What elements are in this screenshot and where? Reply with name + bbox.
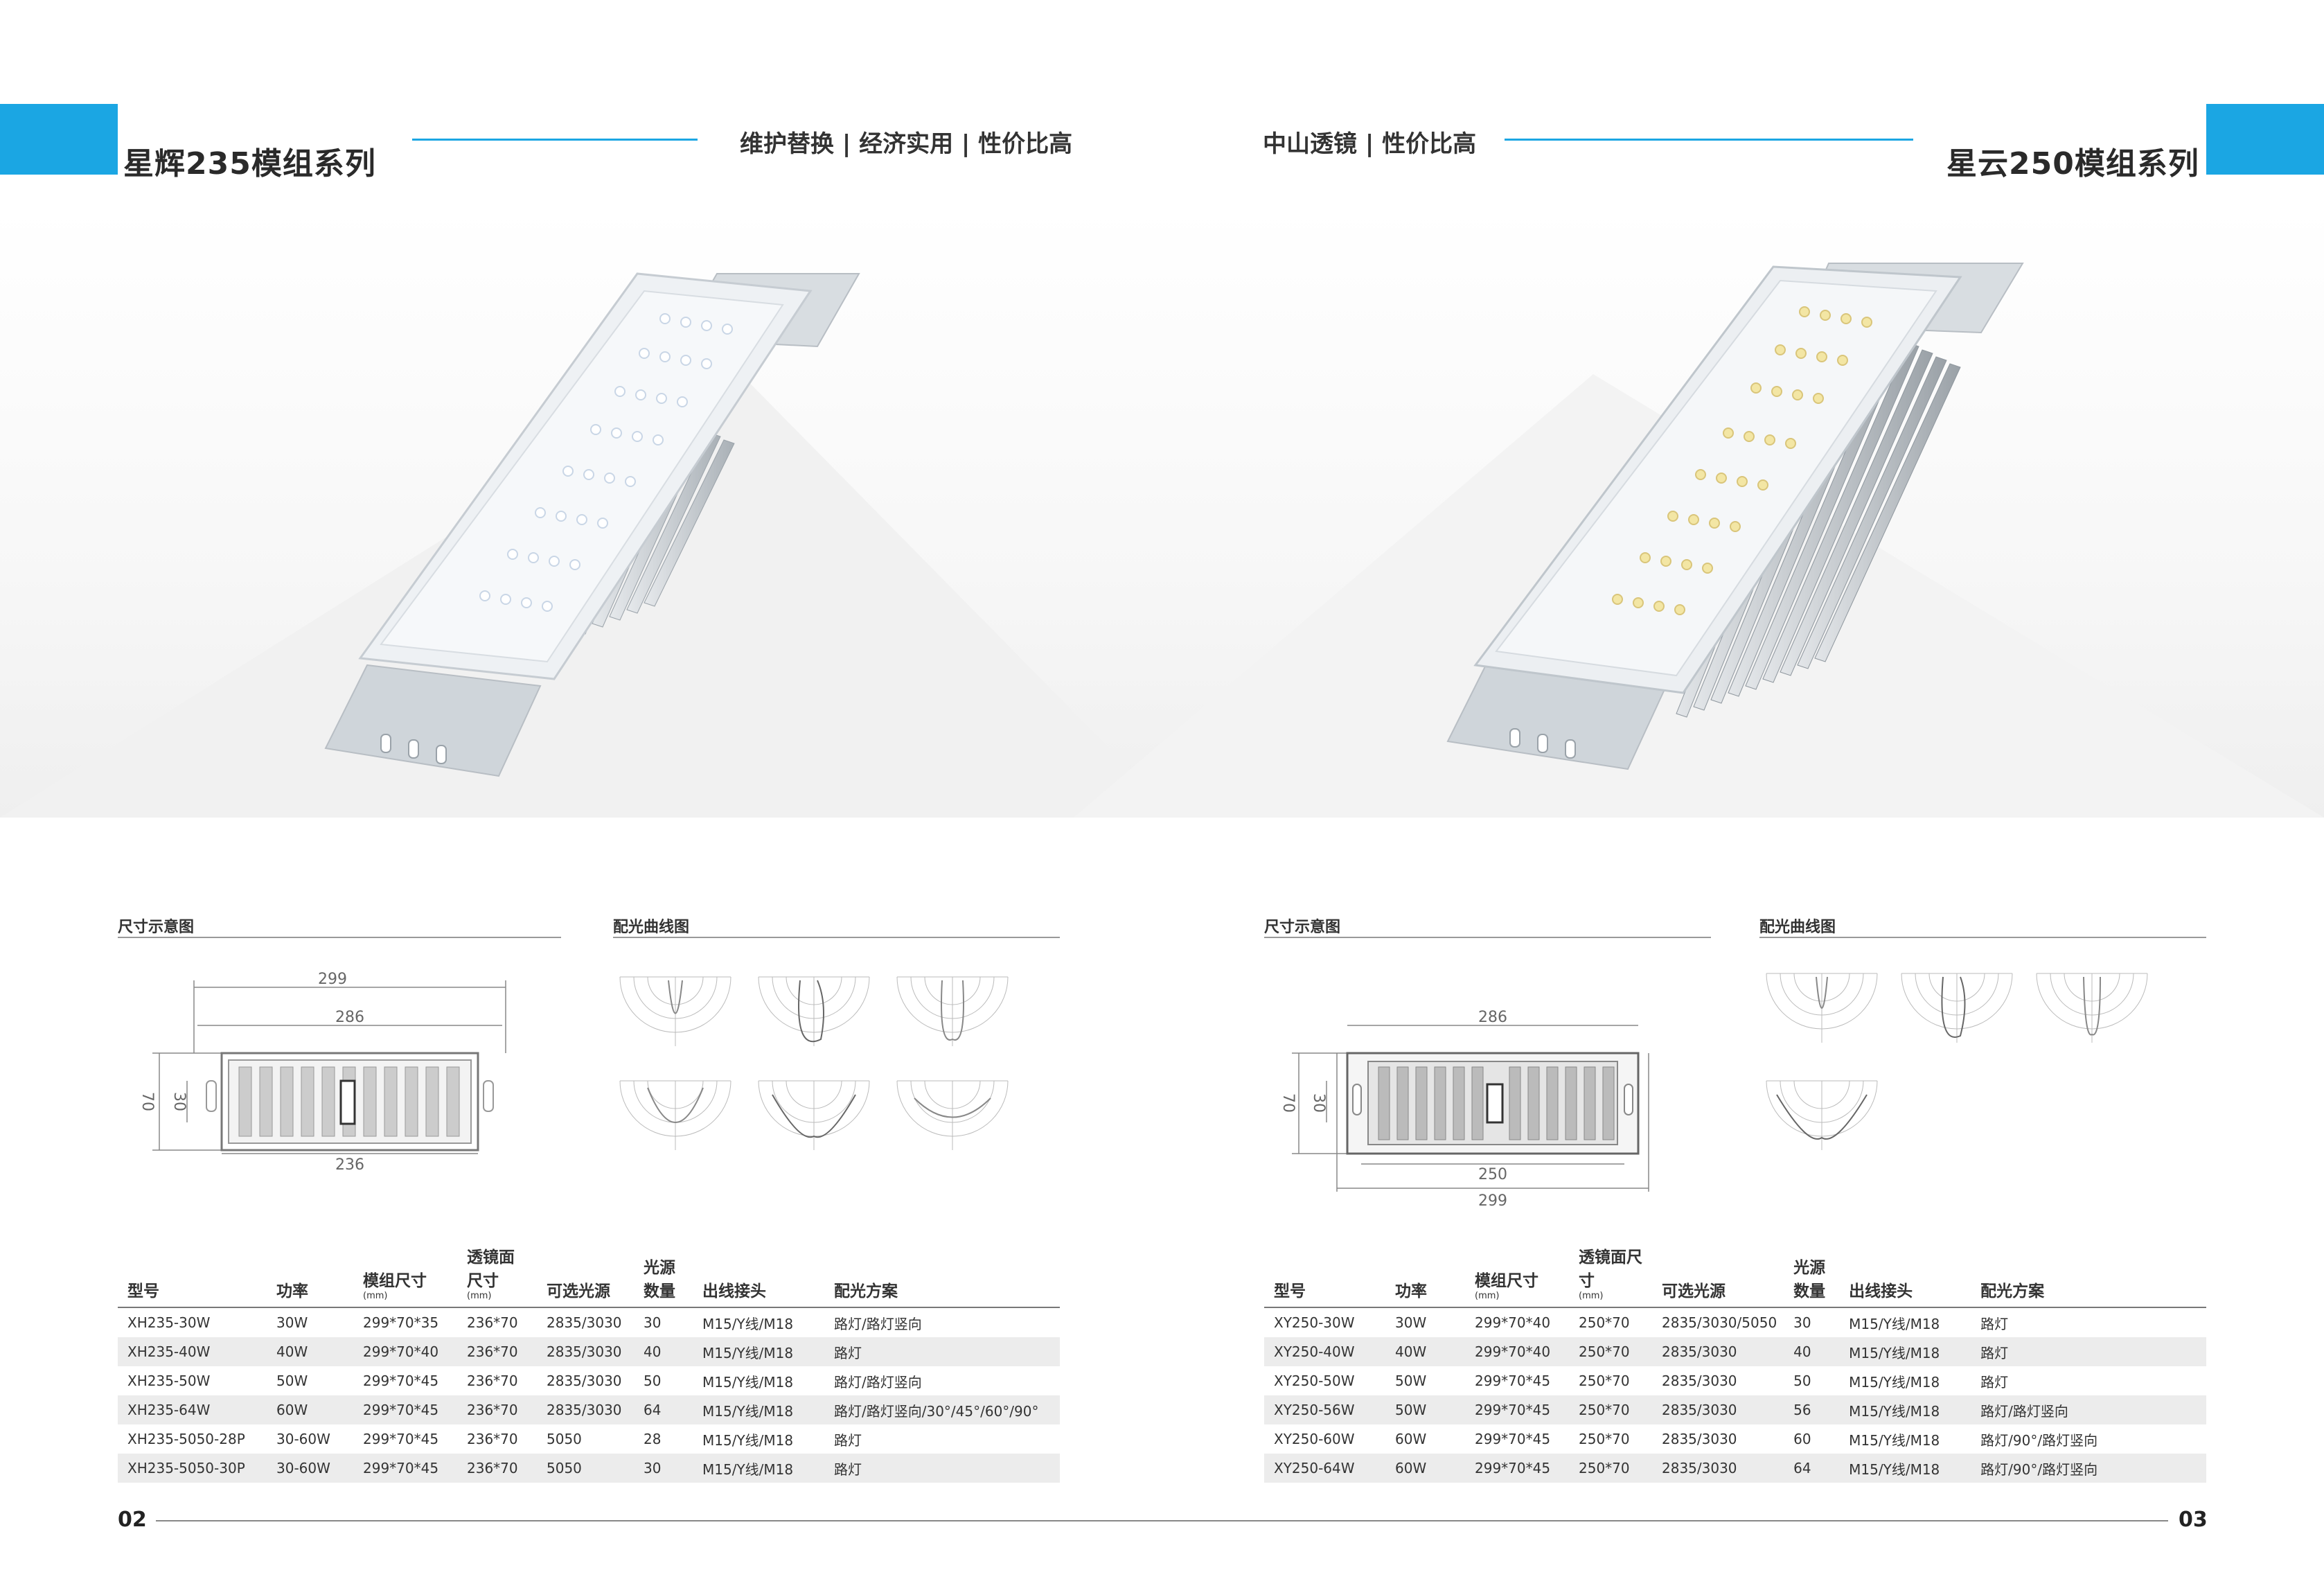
right-series-title: 星云250模组系列 bbox=[1946, 146, 2199, 182]
left-series-title: 星辉235模组系列 bbox=[123, 146, 376, 182]
left-header-light-source: 可选光源 bbox=[547, 1282, 610, 1300]
right-polar-curve-1 bbox=[1766, 973, 1878, 1043]
left-dim-inner: 30 bbox=[170, 1092, 188, 1111]
left-slogan: 维护替换 | 经济实用 | 性价比高 bbox=[740, 130, 1073, 158]
right-accent-tab bbox=[2206, 104, 2324, 175]
footer-line bbox=[156, 1520, 2168, 1521]
left-header-line bbox=[412, 139, 698, 141]
right-dim-hole: 286 bbox=[1478, 1009, 1507, 1026]
right-module-image bbox=[1446, 263, 2024, 770]
left-polar-curve-1 bbox=[619, 976, 731, 1046]
left-header-source-count: 光源数量 bbox=[644, 1259, 675, 1300]
left-polar-curve-3 bbox=[896, 976, 1009, 1046]
left-header-model: 型号 bbox=[127, 1282, 159, 1300]
right-dimension-label: 尺寸示意图 bbox=[1264, 919, 1341, 936]
left-curve-line bbox=[613, 937, 1060, 938]
left-curve-label: 配光曲线图 bbox=[613, 919, 690, 936]
left-dim-hole: 286 bbox=[335, 1009, 364, 1026]
right-dimension-drawing: 286 250 299 70 30 bbox=[1279, 1009, 1649, 1210]
right-curve-line bbox=[1759, 937, 2206, 938]
right-header-light-source: 可选光源 bbox=[1662, 1282, 1726, 1300]
right-table-header: 型号 功率 模组尺寸(mm) 透镜面尺寸(mm) 可选光源 光源数量 出线接头 … bbox=[1264, 1244, 2206, 1307]
left-spec-table: 型号 功率 模组尺寸(mm) 透镜面尺寸(mm) 可选光源 光源数量 出线接头 … bbox=[118, 1244, 1060, 1483]
hero-product-area bbox=[0, 208, 2324, 818]
right-curve-label: 配光曲线图 bbox=[1759, 919, 1836, 936]
right-header-line bbox=[1505, 139, 1913, 141]
left-header-lens-size: 透镜面尺寸(mm) bbox=[467, 1249, 515, 1301]
right-polar-curves bbox=[1759, 960, 2189, 1174]
left-dimension-label: 尺寸示意图 bbox=[118, 919, 195, 936]
left-polar-curve-2 bbox=[758, 976, 870, 1046]
left-header-module-size: 模组尺寸(mm) bbox=[363, 1272, 427, 1301]
left-dim-lens: 236 bbox=[335, 1156, 364, 1174]
left-polar-curve-6 bbox=[896, 1080, 1009, 1150]
left-header-optics: 配光方案 bbox=[834, 1282, 898, 1300]
left-accent-tab bbox=[0, 104, 118, 175]
right-dim-inner: 30 bbox=[1310, 1093, 1327, 1113]
right-slogan: 中山透镜 | 性价比高 bbox=[1263, 130, 1477, 158]
left-polar-curves bbox=[613, 963, 1043, 1171]
right-header-lens-size: 透镜面尺寸(mm) bbox=[1579, 1249, 1642, 1301]
left-polar-curve-4 bbox=[619, 1080, 731, 1150]
right-header-model: 型号 bbox=[1274, 1282, 1306, 1300]
right-dim-height: 70 bbox=[1279, 1093, 1297, 1113]
right-polar-curve-2 bbox=[1901, 973, 2013, 1043]
right-page-number: 03 bbox=[2179, 1508, 2208, 1532]
left-dimension-line bbox=[118, 937, 561, 938]
right-header-connector: 出线接头 bbox=[1849, 1282, 1913, 1300]
right-dimension-line bbox=[1264, 937, 1711, 938]
right-header-optics: 配光方案 bbox=[1980, 1282, 2045, 1300]
right-polar-curve-4 bbox=[1766, 1080, 1878, 1150]
left-module-image bbox=[324, 272, 860, 777]
right-spec-table: 型号 功率 模组尺寸(mm) 透镜面尺寸(mm) 可选光源 光源数量 出线接头 … bbox=[1264, 1244, 2206, 1483]
right-header-source-count: 光源数量 bbox=[1793, 1259, 1826, 1300]
left-polar-curve-5 bbox=[758, 1080, 870, 1150]
right-header-module-size: 模组尺寸(mm) bbox=[1475, 1272, 1538, 1301]
left-header-connector: 出线接头 bbox=[702, 1282, 766, 1300]
left-dimension-drawing: 299 286 236 70 30 bbox=[139, 971, 506, 1174]
left-header-power: 功率 bbox=[276, 1282, 308, 1300]
left-table-header: 型号 功率 模组尺寸(mm) 透镜面尺寸(mm) 可选光源 光源数量 出线接头 … bbox=[118, 1244, 1060, 1307]
right-dim-lens: 250 bbox=[1478, 1166, 1507, 1183]
right-polar-curve-3 bbox=[2036, 973, 2148, 1043]
right-header-power: 功率 bbox=[1395, 1282, 1427, 1300]
left-dim-height: 70 bbox=[139, 1092, 156, 1111]
left-dim-overall: 299 bbox=[318, 971, 347, 988]
right-dim-overall: 299 bbox=[1478, 1192, 1507, 1210]
left-page-number: 02 bbox=[118, 1508, 147, 1532]
